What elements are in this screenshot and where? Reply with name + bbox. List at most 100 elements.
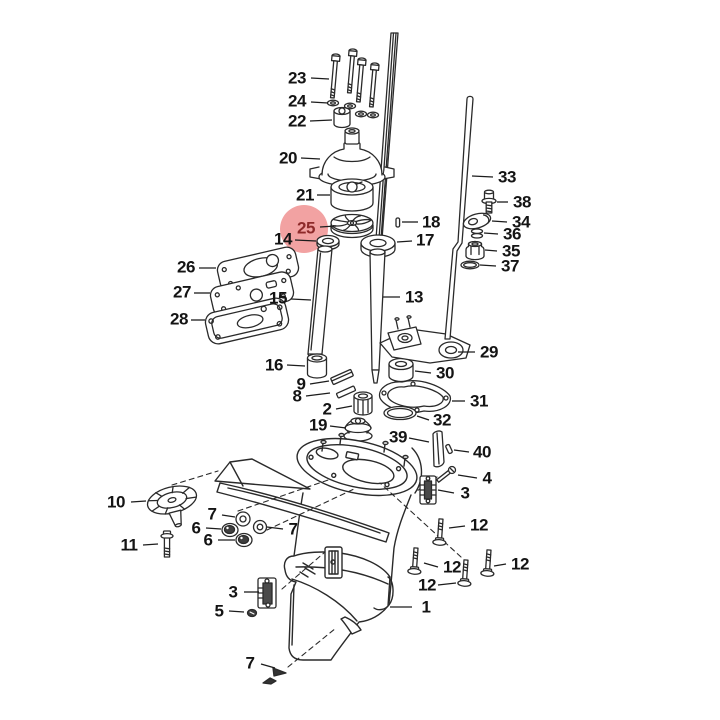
leader-line-part-15 [290,298,312,301]
leader-line-part-36 [483,232,499,235]
part-23-bolts [329,48,380,108]
leader-line-part-2 [335,405,353,410]
part-label-31-26[interactable]: 31 [470,392,488,411]
part-label-22-2[interactable]: 22 [288,112,306,131]
part-label-29-21[interactable]: 29 [480,343,498,362]
part-label-7-34[interactable]: 7 [208,505,218,524]
part-15-water-tube [307,245,333,358]
part-9-key [330,368,354,386]
leader-line-part-6 [205,527,222,530]
leader-line-part-8 [305,392,331,397]
part-label-10-33[interactable]: 10 [107,493,125,512]
part-label-38-10[interactable]: 38 [513,193,531,212]
leader-line-part-32 [416,415,430,421]
part-label-12-39[interactable]: 12 [470,516,488,535]
part-label-16-20[interactable]: 16 [265,356,283,375]
part-4-screw [436,465,457,483]
part-22-bushing [333,106,351,129]
part-label-40-30[interactable]: 40 [473,443,491,462]
leader-line-part-9 [309,380,330,385]
part-20-water-pump-housing [309,127,395,187]
part-36-rings [470,228,484,239]
part-label-5-44[interactable]: 5 [215,602,225,621]
part-label-24-1[interactable]: 24 [288,92,307,111]
part-label-39-29[interactable]: 39 [389,428,407,447]
part-label-14-6[interactable]: 14 [274,230,293,249]
part-label-9-22[interactable]: 9 [297,375,307,394]
part-7-washer-a [235,511,251,527]
part-32-o-ring [383,405,417,421]
part-34-retainer-plate [462,212,492,230]
part-35-nut [465,240,485,261]
leader-line-part-12 [437,582,457,586]
part-38-bolt [481,189,497,214]
part-label-17-8[interactable]: 17 [416,231,434,250]
part-label-1-45[interactable]: 1 [422,598,432,617]
part-label-28-17[interactable]: 28 [170,310,188,329]
leader-line-part-23 [310,77,330,80]
leader-line-part-24 [310,101,329,104]
part-label-25-5[interactable]: 25 [297,219,315,238]
part-label-23-0[interactable]: 23 [288,69,306,88]
part-label-26-15[interactable]: 26 [177,258,195,277]
part-31-gasket [378,380,452,413]
leader-line-part-22 [309,119,333,122]
part-label-19-28[interactable]: 19 [309,416,327,435]
leader-line-part-5 [228,610,245,613]
part-2-bushing [353,391,373,416]
part-label-18-7[interactable]: 18 [422,213,440,232]
leader-line-part-12 [493,563,507,567]
leader-line-part-12 [423,562,439,568]
part-label-32-27[interactable]: 32 [433,411,451,430]
part-label-20-3[interactable]: 20 [279,149,297,168]
part-37-o-ring [460,260,480,270]
leader-line-part-20 [300,157,321,160]
part-label-30-24[interactable]: 30 [436,364,454,383]
part-19-grommet [343,417,373,442]
part-label-12-40[interactable]: 12 [443,558,461,577]
part-label-37-14[interactable]: 37 [501,257,519,276]
part-label-13-19[interactable]: 13 [405,288,423,307]
leader-line-part-33 [471,175,494,178]
part-13-driveshaft-sleeve [369,248,386,384]
part-28-plate [204,297,290,345]
leader-line-part-17 [396,240,413,243]
part-label-27-16[interactable]: 27 [173,283,191,302]
part-label-3-32[interactable]: 3 [461,484,471,503]
part-label-33-9[interactable]: 33 [498,168,516,187]
leader-line-part-14 [294,239,317,242]
part-label-7-37[interactable]: 7 [289,520,299,539]
part-label-12-41[interactable]: 12 [418,576,436,595]
leader-line-part-25 [319,225,337,228]
part-label-34-11[interactable]: 34 [512,213,531,232]
part-39-anode-plate [432,430,445,468]
part-label-21-4[interactable]: 21 [296,186,314,205]
part-40-pin [445,443,453,455]
part-label-7-46[interactable]: 7 [246,654,256,673]
part-33-shift-rod [444,95,474,340]
part-label-15-18[interactable]: 15 [269,289,287,308]
part-label-6-35[interactable]: 6 [192,519,202,538]
part-label-35-13[interactable]: 35 [502,242,520,261]
part-label-11-38[interactable]: 11 [121,536,139,555]
part-label-2-25[interactable]: 2 [323,400,333,419]
leader-line-part-37 [479,264,497,267]
part-label-36-12[interactable]: 36 [503,225,521,244]
part-25-impeller [330,213,374,239]
part-label-8-23[interactable]: 8 [293,387,303,406]
part-16-bushing [306,353,328,379]
part-11-bolt [160,530,174,558]
leader-line-part-7 [221,514,236,518]
part-label-3-43[interactable]: 3 [229,583,239,602]
part-8-key [335,385,357,399]
part-label-12-42[interactable]: 12 [511,555,529,574]
diagram-artwork [146,32,497,685]
leader-line-part-16 [286,364,306,367]
part-label-4-31[interactable]: 4 [483,469,494,488]
part-label-6-36[interactable]: 6 [204,531,214,550]
leader-line-part-7 [266,526,284,530]
part-13-driveshaft [375,32,399,240]
part-5-screw [246,608,258,618]
